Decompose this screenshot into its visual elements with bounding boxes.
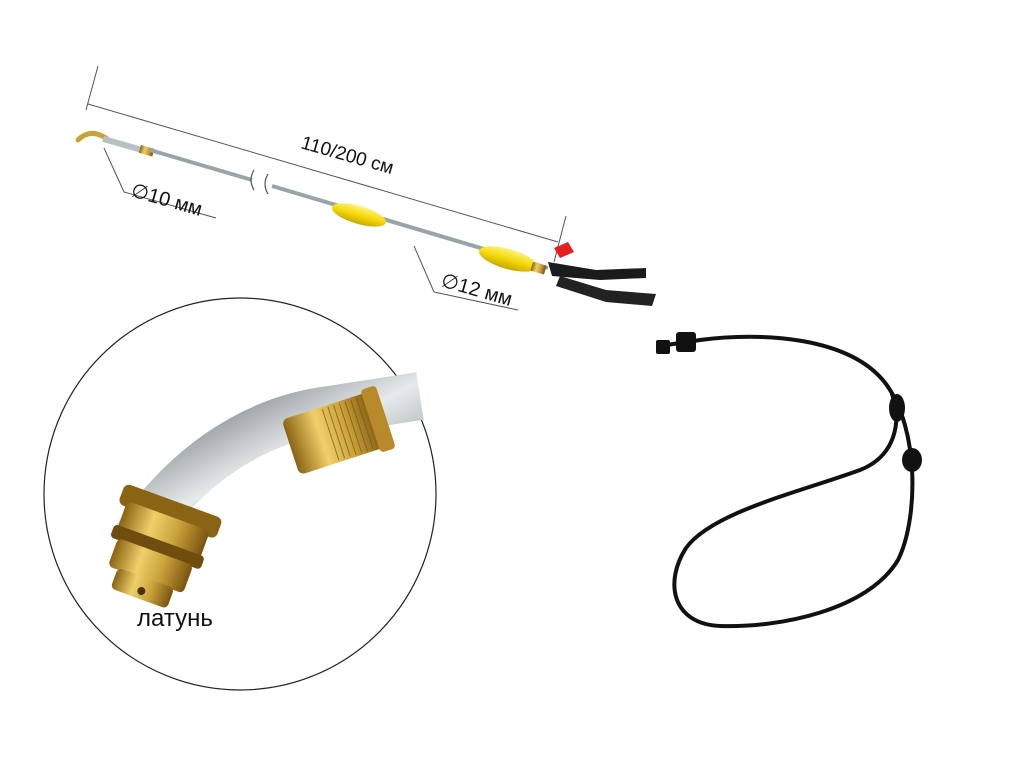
hose-coil-icon [656,332,922,629]
tip-diameter-label: ∅10 мм [129,180,205,221]
dimension-lines [85,65,567,311]
handle-diameter-label: ∅12 мм [439,270,515,311]
length-label: 110/200 см [299,133,396,179]
material-label: латунь [137,605,213,632]
brass-nozzle-closeup-icon [43,297,437,691]
sprayer-lance-icon [75,131,656,306]
